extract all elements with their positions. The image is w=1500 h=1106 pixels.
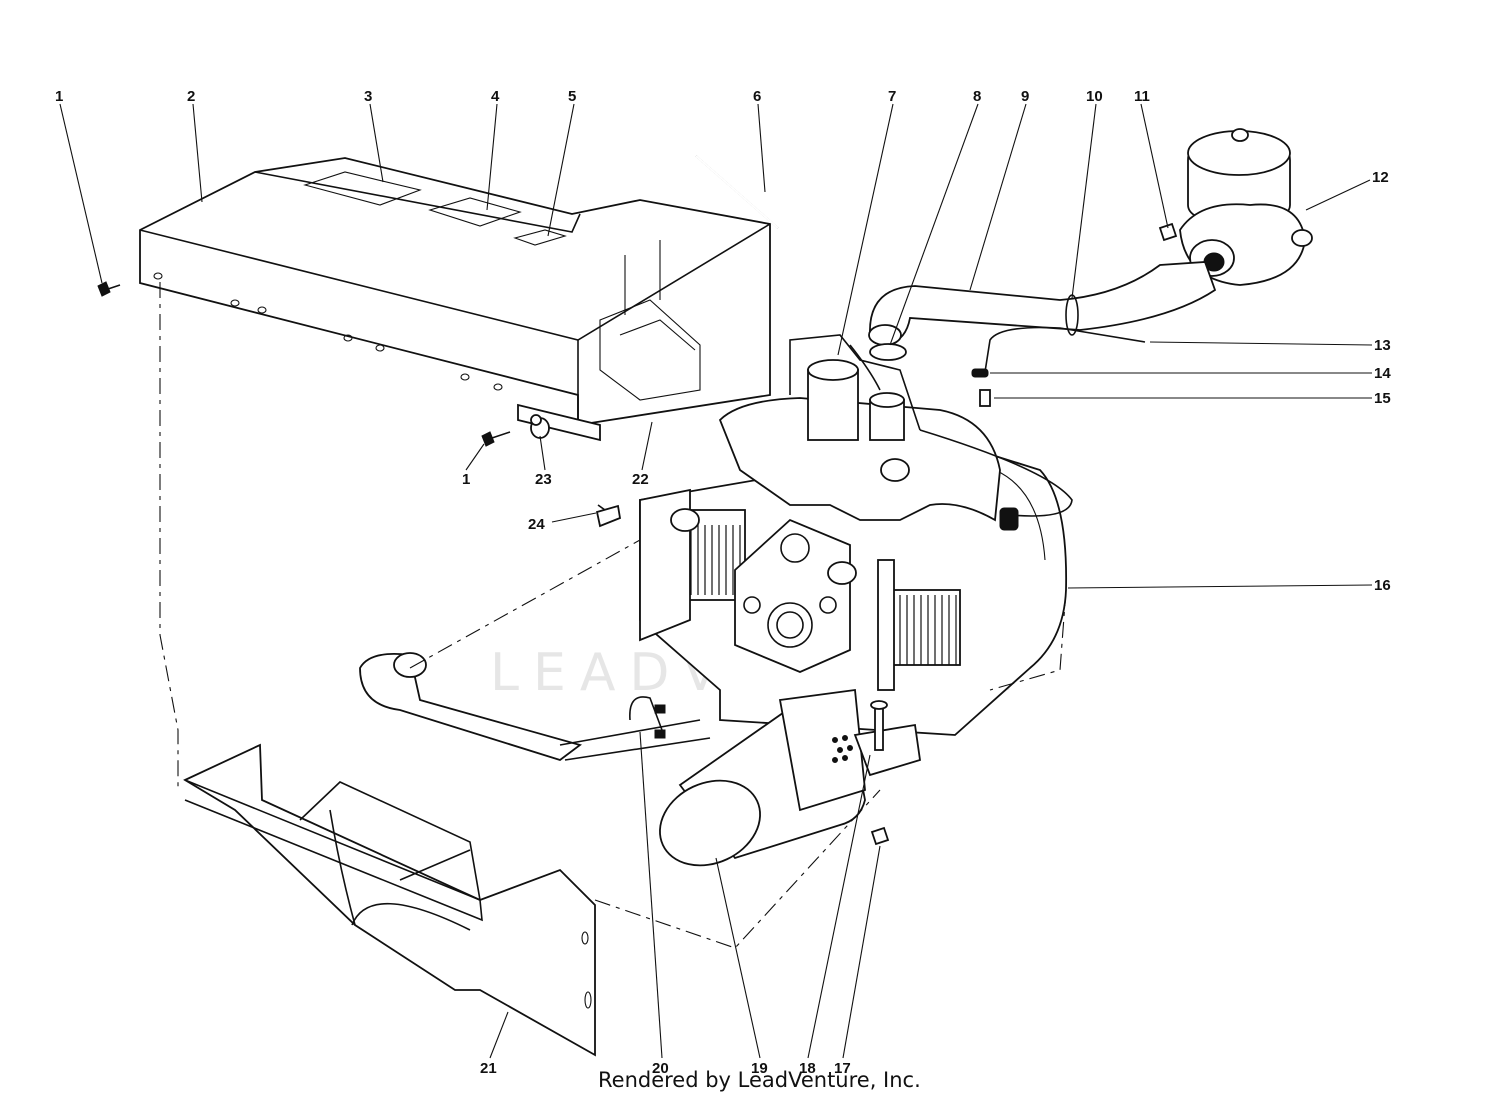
callout-13: 13	[1374, 337, 1391, 354]
callout-5: 5	[568, 88, 576, 105]
callout-20: 20	[652, 1060, 669, 1077]
callout-16: 16	[1374, 577, 1391, 594]
callout-3: 3	[364, 88, 372, 105]
callout-6: 6	[753, 88, 761, 105]
support-rod	[695, 155, 779, 229]
callout-4: 4	[491, 88, 500, 105]
callout-22: 22	[632, 471, 649, 488]
wire-clip	[595, 504, 622, 528]
callout-2: 2	[187, 88, 195, 105]
callout-14: 14	[1374, 365, 1391, 382]
air-cleaner	[1179, 128, 1313, 286]
muffler-bracket	[629, 696, 922, 777]
breather-hose	[984, 326, 1146, 373]
callout-23: 23	[535, 471, 552, 488]
nut-11	[1158, 222, 1178, 242]
engine-shroud	[139, 157, 771, 442]
hose-clamp	[869, 343, 907, 361]
callout-18: 18	[799, 1060, 816, 1077]
engine-block	[639, 397, 1001, 691]
shroud-screw-lower	[481, 431, 511, 447]
shroud-grommet	[530, 414, 550, 439]
elbow-fitting	[979, 389, 991, 407]
callout-24: 24	[528, 516, 545, 533]
callout-11: 11	[1134, 88, 1150, 105]
callout-1: 1	[55, 88, 63, 105]
muffler-perforations	[832, 735, 853, 763]
callout-12: 12	[1372, 169, 1389, 186]
callout-19: 19	[751, 1060, 768, 1077]
callout-17: 17	[834, 1060, 851, 1077]
leader-lines	[59, 103, 1373, 1059]
callout-8: 8	[973, 88, 981, 105]
hose-fitting	[971, 368, 989, 378]
callout-9: 9	[1021, 88, 1029, 105]
shroud-holes	[153, 272, 503, 391]
intake-elbow-hose	[868, 261, 1217, 346]
callout-1-lower: 1	[462, 471, 470, 488]
lower-shroud-panel	[183, 743, 596, 1057]
nut-17	[870, 826, 890, 846]
shroud-screw-upper	[97, 281, 121, 297]
callout-10: 10	[1086, 88, 1103, 105]
muffler	[659, 688, 866, 867]
callout-21: 21	[480, 1060, 497, 1077]
carburetor	[789, 334, 1073, 531]
callout-15: 15	[1374, 390, 1391, 407]
callout-labels: 1 2 3 4 5 6 7 8 9 10 11 12 13 14 15 16 1…	[55, 88, 1391, 1077]
alignment-lines	[159, 282, 1067, 949]
exhaust-pipe	[359, 652, 711, 761]
credit-text: Rendered by LeadVenture, Inc.	[598, 1068, 921, 1092]
callout-7: 7	[888, 88, 896, 105]
